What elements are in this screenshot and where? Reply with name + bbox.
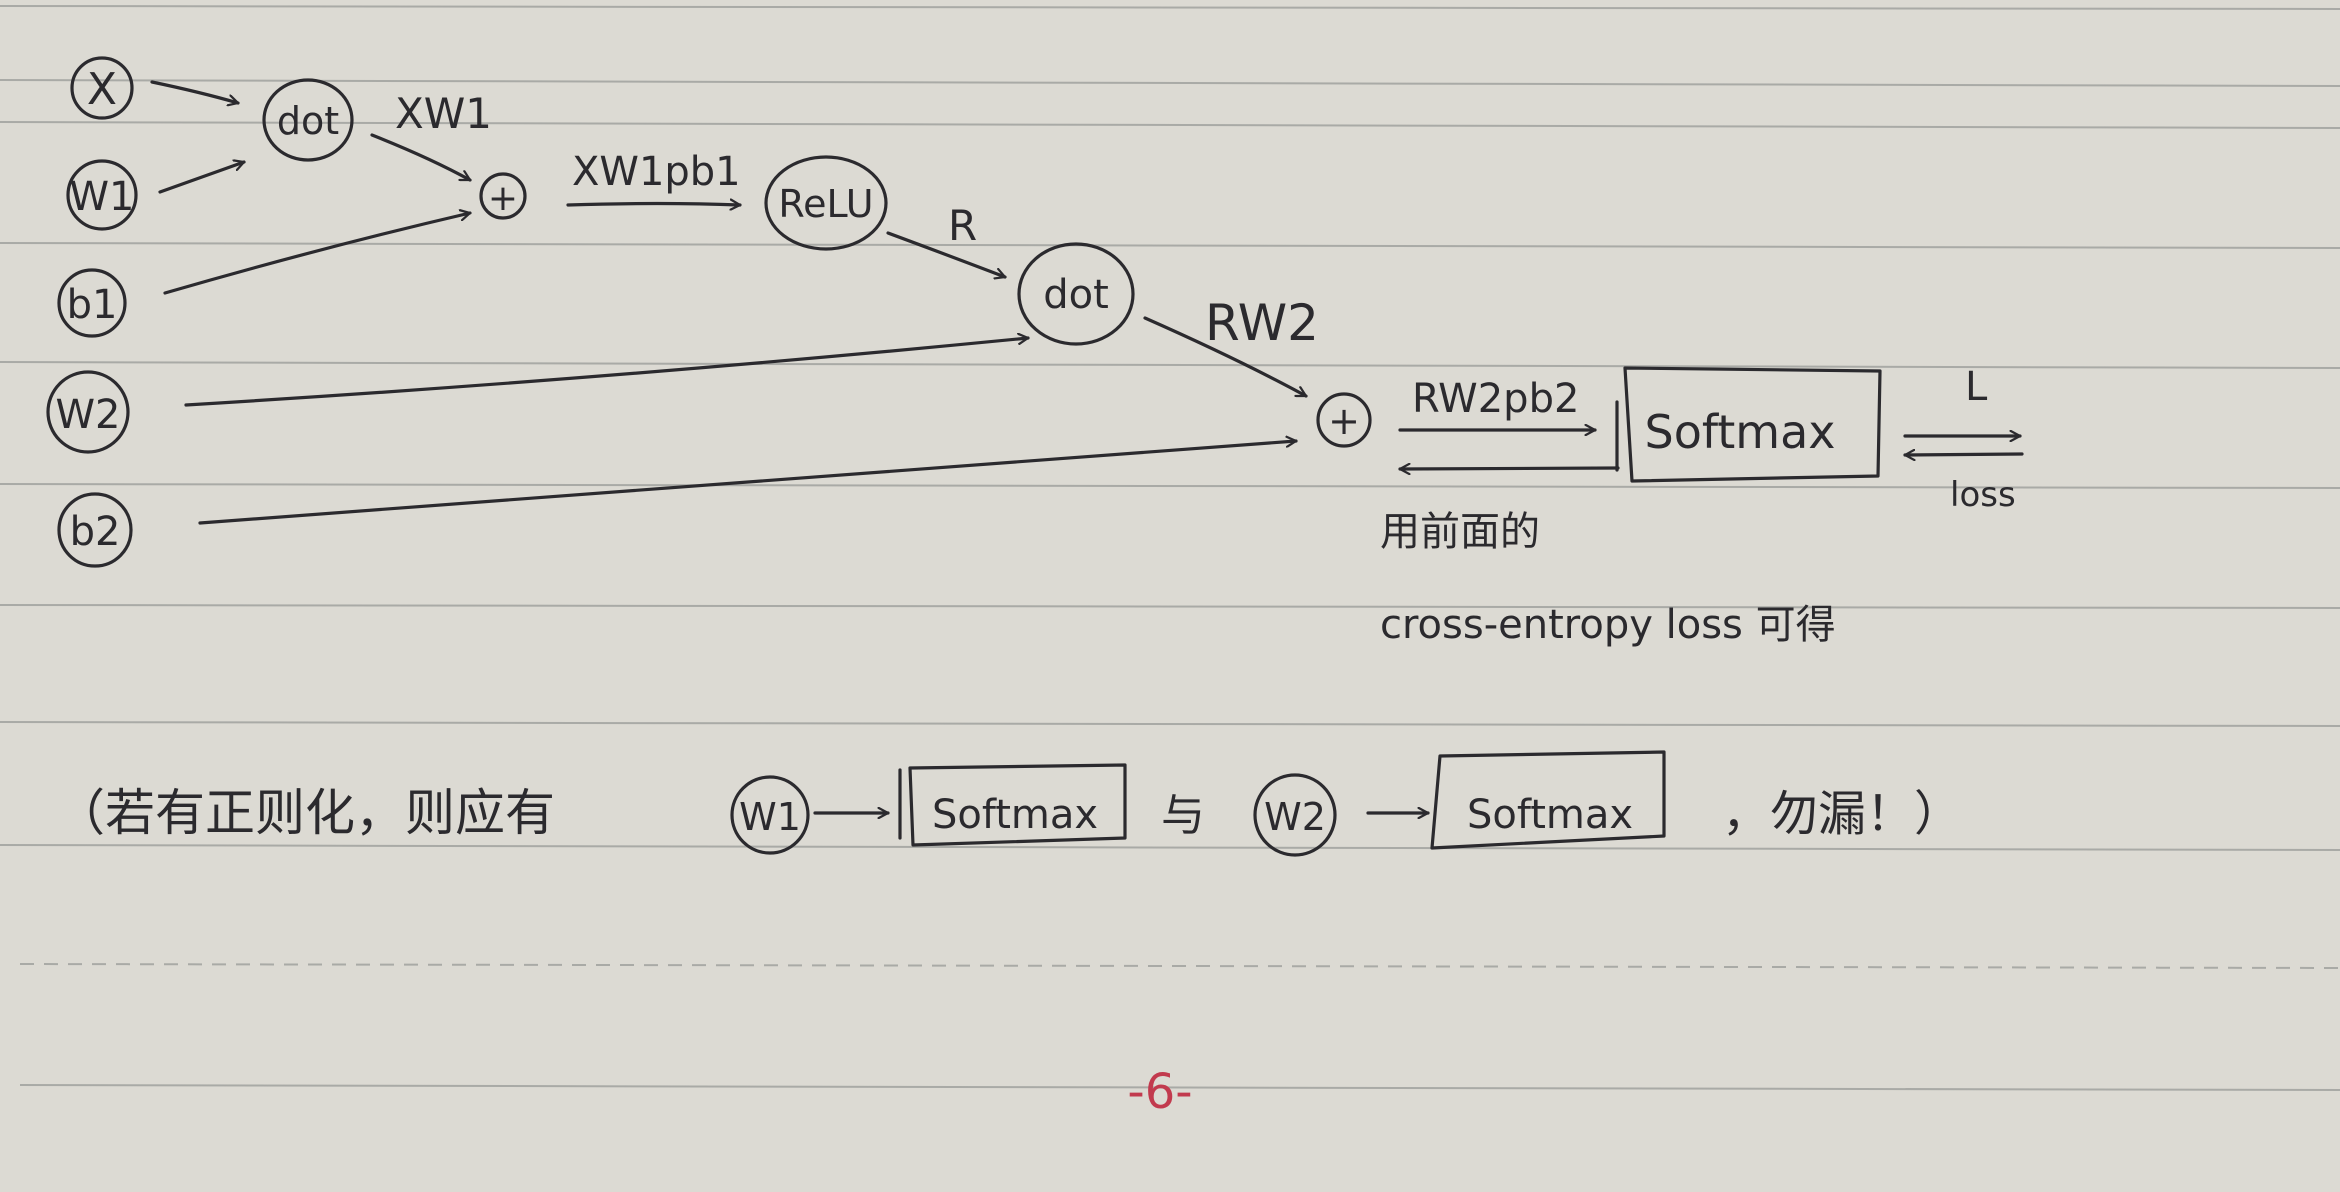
edges [150,80,2024,813]
edge-w1-to-dot1 [158,162,244,194]
node-relu: ReLU [764,155,888,251]
node-plus1: + [479,172,527,220]
notebook-rules [0,5,2340,1091]
edge-softmax-back [1400,468,1620,469]
node-plus2: + [1316,392,1372,448]
node-b1: b1 [57,268,127,338]
reg-softmax-2: Softmax [1467,792,1633,838]
node-dot1: dot [262,78,354,162]
note-line-2: cross-entropy loss 可得 [1380,602,1836,648]
label-r: R [948,201,977,250]
node-w1-label: W1 [70,174,135,220]
edge-relu-to-dot2 [886,231,1005,277]
node-dot1-label: dot [277,99,339,143]
node-softmax-label: Softmax [1645,405,1836,459]
reg-connector: 与 [1161,790,1205,841]
edge-w2-to-dot2 [184,338,1028,407]
label-loss: loss [1950,475,2016,515]
edge-loss-back [1905,454,2024,455]
node-plus1-label: + [488,178,518,219]
edge-b1-to-plus1 [163,213,470,295]
reg-w2: W2 [1264,795,1326,839]
node-w2-label: W2 [56,392,121,438]
reg-suffix: ，勿漏！） [1722,786,1962,842]
node-dot2: dot [1017,242,1135,346]
note-line-1: 用前面的 [1380,509,1540,555]
node-x: X [70,56,134,120]
reg-prefix: （若有正则化，则应有 [55,784,555,842]
node-b1-label: b1 [67,282,118,328]
label-rw2pb2: RW2pb2 [1412,376,1579,422]
node-softmax: Softmax [1615,366,1882,483]
label-xw1pb1: XW1pb1 [572,149,741,195]
node-w1: W1 [66,159,138,231]
page-number: -6- [1127,1064,1192,1120]
node-w2: W2 [46,370,130,454]
edge-x-to-dot1 [150,80,238,103]
label-xw1: XW1 [395,89,492,138]
label-rw2: RW2 [1205,294,1319,352]
node-relu-label: ReLU [778,182,873,226]
edge-dot1-to-plus1 [370,133,470,182]
node-plus2-label: + [1328,399,1360,443]
regularization-note: （若有正则化，则应有 W1 Softmax 与 W2 Softmax ，勿漏！） [55,750,1962,857]
node-x-label: X [87,64,117,115]
node-b2: b2 [57,492,133,568]
node-b2-label: b2 [70,509,121,555]
node-dot2-label: dot [1043,272,1109,318]
reg-softmax-1: Softmax [932,792,1098,838]
edge-b2-to-plus2 [198,441,1296,525]
edge-plus1-to-relu [566,204,740,206]
edge-dot2-to-plus2 [1143,316,1306,398]
label-l: L [1965,364,1988,410]
reg-w1: W1 [739,795,801,839]
